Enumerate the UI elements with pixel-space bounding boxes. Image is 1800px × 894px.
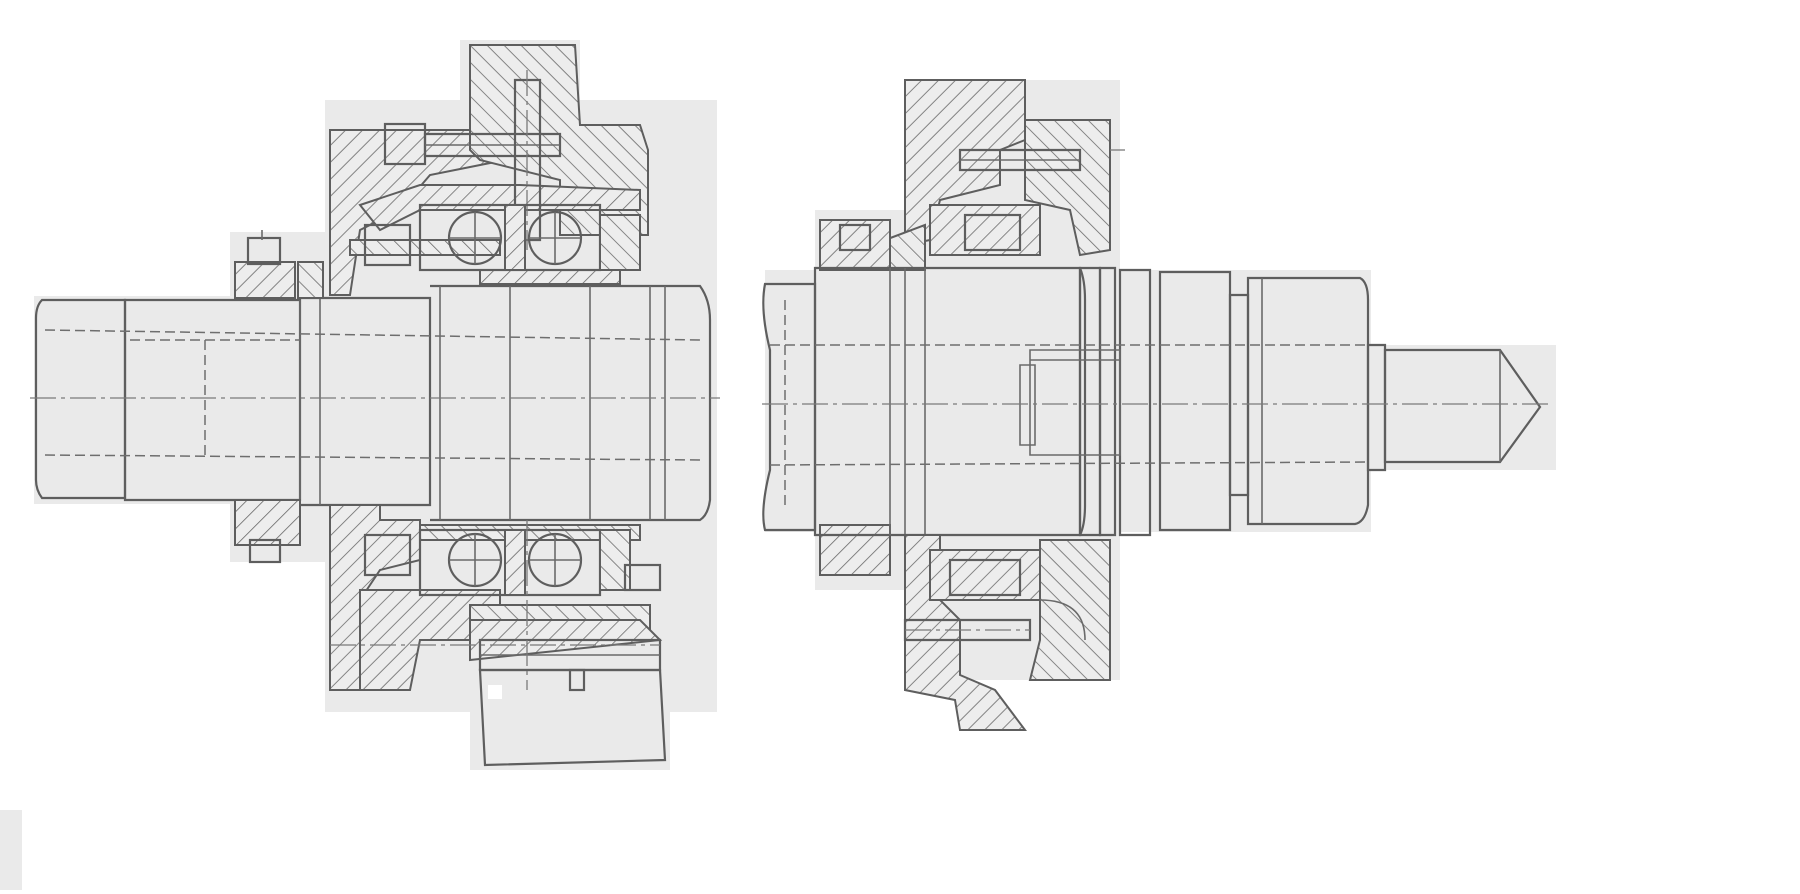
bearing-lower — [363, 528, 662, 597]
lock-ring-upper — [819, 219, 891, 271]
right-tailstock-assembly — [762, 79, 1556, 731]
dead-center-point — [1383, 348, 1542, 464]
lock-ring-lower — [819, 524, 891, 576]
drive-gear — [478, 668, 667, 767]
scan-edge-mark — [0, 810, 22, 890]
bearing-upper — [363, 203, 641, 272]
lock-nut-upper — [234, 261, 296, 299]
tailstock-quill — [762, 266, 1387, 537]
bearing-cover-lower — [329, 504, 421, 691]
lock-nut-lower — [234, 499, 301, 546]
left-spindle-assembly — [30, 40, 720, 770]
